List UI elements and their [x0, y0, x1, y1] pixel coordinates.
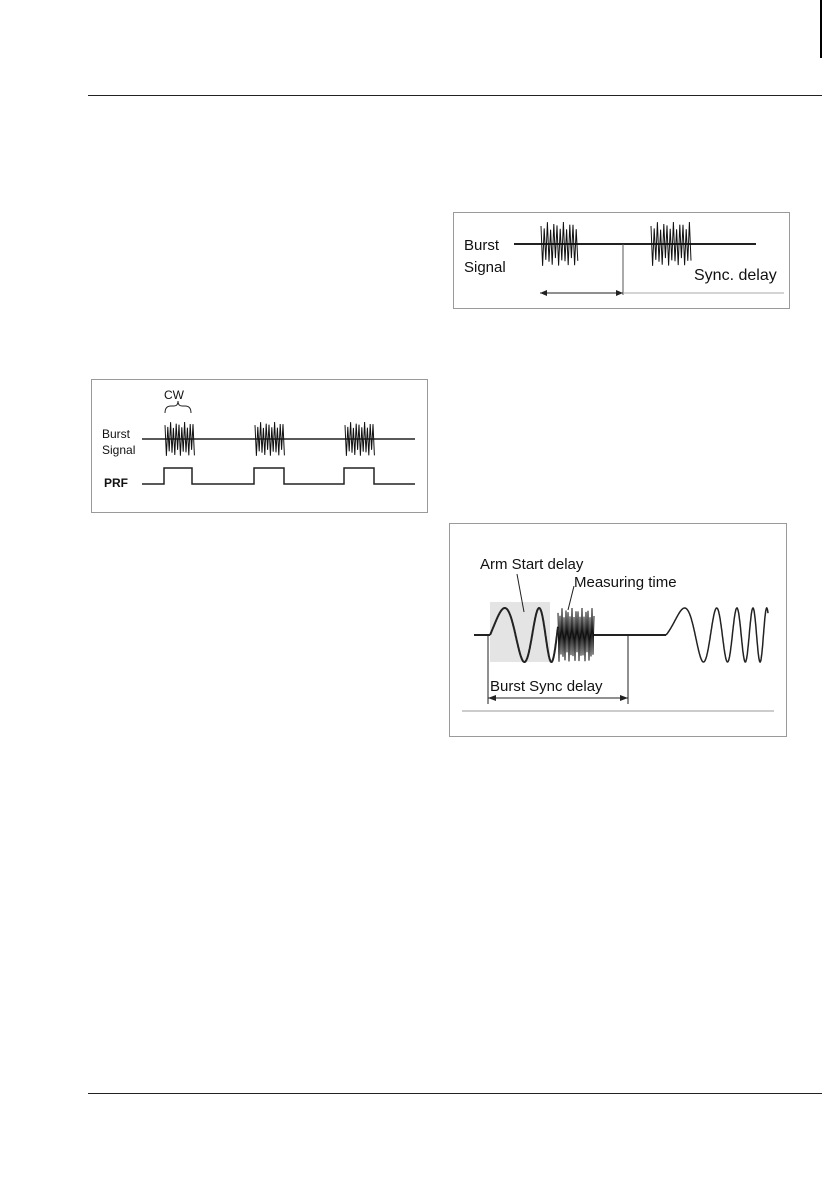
burst-packet	[255, 422, 284, 456]
prf-waveform	[142, 468, 415, 484]
arm-start-delay-label: Arm Start delay	[480, 556, 584, 573]
header-rule	[88, 95, 822, 96]
burst-packet	[165, 422, 194, 456]
delay-arrow	[540, 290, 623, 296]
measuring-time-label: Measuring time	[574, 574, 677, 591]
chirp-waveform-2	[666, 608, 768, 662]
burst-label-line2: Signal	[102, 443, 135, 457]
cw-label: CW	[164, 388, 185, 402]
burst-packet	[558, 608, 594, 662]
measuring-pointer	[568, 586, 574, 610]
prf-label: PRF	[104, 476, 128, 490]
cw-brace	[165, 401, 191, 413]
page-corner-mark	[820, 0, 822, 58]
figure-cw-prf: CW Burst Signal PRF	[91, 379, 428, 513]
burst-sync-delay-label: Burst Sync delay	[490, 678, 603, 695]
measuring-burst	[558, 608, 594, 662]
burst-label-line1: Burst	[464, 237, 500, 254]
burst-sync-arrow	[488, 695, 628, 701]
sync-delay-label: Sync. delay	[694, 267, 777, 284]
figure-burst-sync-delay: Arm Start delay Measuring time Burst Syn…	[449, 523, 787, 737]
footer-rule	[88, 1093, 822, 1094]
burst-label-line2: Signal	[464, 259, 506, 276]
burst-label-line1: Burst	[102, 427, 131, 441]
burst-packet	[541, 222, 578, 266]
figure-sync-delay: Burst Signal Sync. delay	[453, 212, 790, 309]
burst-packet	[345, 422, 374, 456]
